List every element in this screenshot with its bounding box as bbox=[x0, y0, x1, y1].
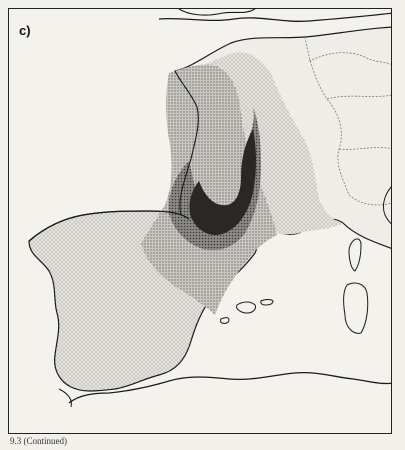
bay-of-biscay-coast bbox=[28, 210, 190, 242]
coastline-north bbox=[158, 12, 391, 22]
shading-level4 bbox=[189, 129, 256, 236]
island-mallorca bbox=[236, 301, 256, 314]
island-menorca bbox=[260, 299, 274, 306]
figure-caption: 9.3 (Continued) bbox=[10, 436, 67, 446]
italy-fragment bbox=[382, 186, 391, 225]
coastline-england bbox=[178, 9, 256, 16]
shading-level2 bbox=[141, 64, 277, 316]
north-africa-coast bbox=[68, 371, 391, 404]
island-sardinia bbox=[343, 282, 369, 334]
border-lines bbox=[304, 36, 391, 206]
gibraltar-coast bbox=[58, 388, 72, 408]
island-corsica bbox=[348, 238, 362, 272]
map-svg bbox=[28, 9, 391, 408]
map-frame: c) bbox=[8, 8, 392, 434]
panel-label: c) bbox=[19, 23, 31, 38]
island-ibiza bbox=[219, 317, 230, 324]
france-west-coast bbox=[174, 70, 199, 216]
